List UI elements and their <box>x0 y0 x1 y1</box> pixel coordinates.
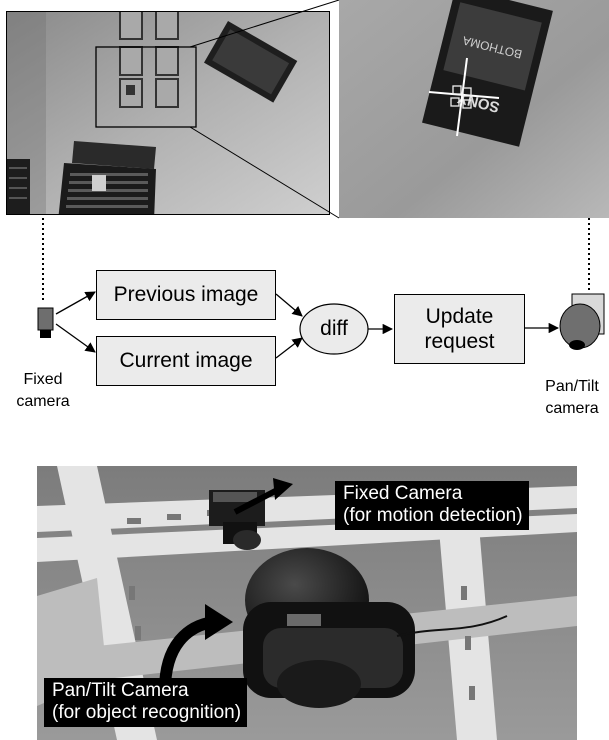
pan-tilt-camera-icon <box>559 293 605 350</box>
current-image-box: Current image <box>96 336 276 386</box>
previous-image-box: Previous image <box>96 270 276 320</box>
fixed-camera-overhead-photo <box>6 11 330 215</box>
current-image-label: Current image <box>119 349 253 373</box>
diagram-lines <box>37 0 605 359</box>
pan-tilt-camera-label: Pan/Tilt camera <box>545 378 599 417</box>
pan-tilt-zoom-photo: SONY BOTHOMA <box>339 0 609 218</box>
diff-node: diff <box>300 304 368 354</box>
previous-image-label: Previous image <box>113 283 259 307</box>
update-request-label: Update request <box>424 304 495 353</box>
fixed-camera-caption: Fixed Camera (for motion detection) <box>335 481 529 530</box>
fixed-camera-label: Fixed camera <box>16 371 70 410</box>
pan-tilt-camera-caption: Pan/Tilt Camera (for object recognition) <box>44 678 248 727</box>
fixed-camera-icon <box>37 307 54 338</box>
diff-node-shape <box>299 303 369 355</box>
update-request-box: Update request <box>394 294 525 364</box>
pan-tilt-dome-photo-icon <box>243 548 415 708</box>
diff-label: diff <box>320 317 348 340</box>
